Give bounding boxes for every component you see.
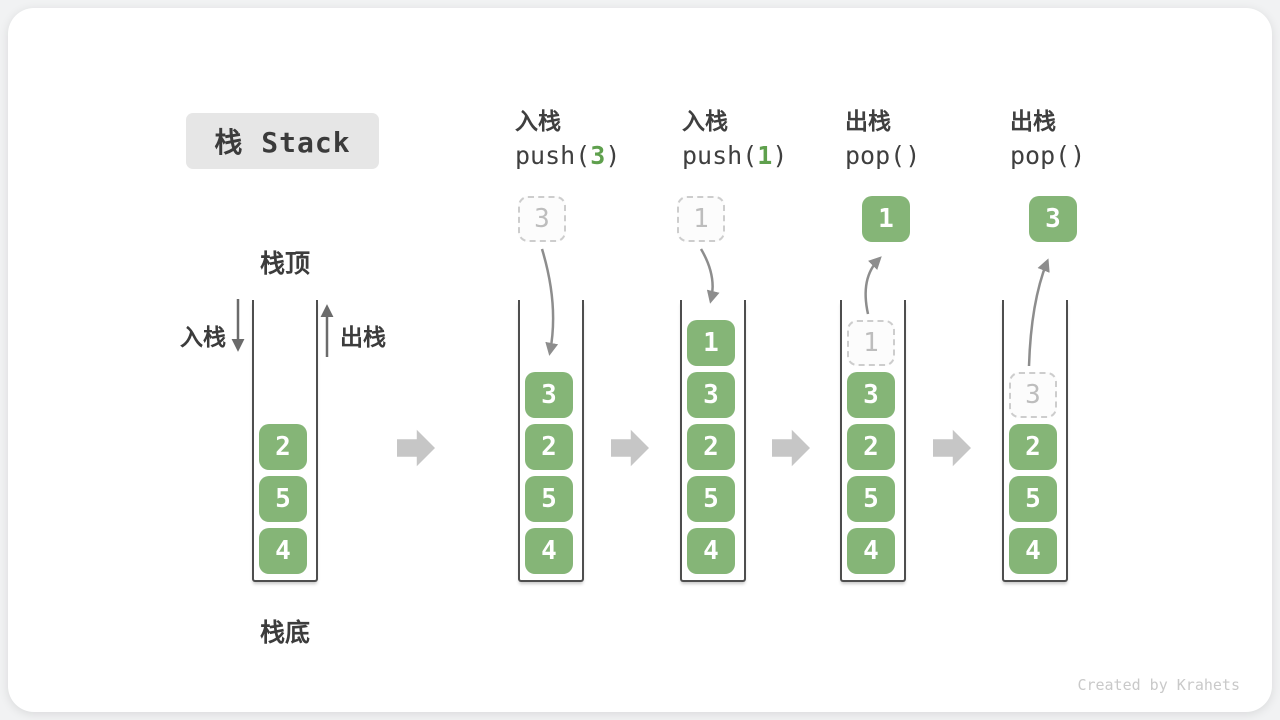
popped-element: 3 — [1029, 196, 1077, 242]
popped-placeholder: 3 — [1009, 372, 1057, 418]
op-name-cn: 出栈 — [1010, 109, 1056, 135]
stack-element: 2 — [1009, 424, 1057, 470]
op-name-cn: 出栈 — [845, 109, 891, 135]
op-code-arg: 3 — [590, 141, 606, 170]
op-code-pre: push( — [682, 141, 758, 170]
stack-element: 2 — [847, 424, 895, 470]
op-code-pre: pop() — [845, 141, 921, 170]
stack-element: 5 — [687, 476, 735, 522]
stack-element: 4 — [525, 528, 573, 574]
op-code-pre: pop() — [1010, 141, 1086, 170]
op-code-arg: 1 — [757, 141, 773, 170]
op-code-pre: push( — [515, 141, 591, 170]
stack-element: 3 — [687, 372, 735, 418]
title-box: 栈 Stack — [186, 113, 379, 169]
stack-element: 4 — [847, 528, 895, 574]
popped-placeholder: 1 — [847, 320, 895, 366]
stack-element: 4 — [259, 528, 307, 574]
incoming-element-dashed: 1 — [677, 196, 725, 242]
op-label-pop-1: 出栈 pop() — [845, 107, 1005, 172]
stack-element: 3 — [525, 372, 573, 418]
stack-element: 5 — [847, 476, 895, 522]
stack-element: 3 — [847, 372, 895, 418]
stack-element: 5 — [525, 476, 573, 522]
op-code-post: ) — [772, 141, 788, 170]
watermark: Created by Krahets — [1077, 676, 1240, 694]
stack-element: 1 — [687, 320, 735, 366]
stack-element: 2 — [259, 424, 307, 470]
op-code-post: ) — [605, 141, 621, 170]
stack-element: 5 — [259, 476, 307, 522]
stack-element: 4 — [687, 528, 735, 574]
stack-element: 2 — [687, 424, 735, 470]
op-code: pop() — [1010, 140, 1170, 172]
op-code: pop() — [845, 140, 1005, 172]
op-label-push-3: 入栈 push(3) — [515, 107, 675, 172]
popped-element: 1 — [862, 196, 910, 242]
op-code: push(1) — [682, 140, 842, 172]
stack-element: 5 — [1009, 476, 1057, 522]
op-label-push-1: 入栈 push(1) — [682, 107, 842, 172]
op-name-cn: 入栈 — [682, 109, 728, 135]
op-code: push(3) — [515, 140, 675, 172]
push-side-label: 入栈 — [180, 325, 226, 351]
op-name-cn: 入栈 — [515, 109, 561, 135]
pop-side-label: 出栈 — [340, 325, 386, 351]
op-label-pop-3: 出栈 pop() — [1010, 107, 1170, 172]
stack-top-label: 栈顶 — [259, 249, 310, 278]
stack-element: 2 — [525, 424, 573, 470]
incoming-element-dashed: 3 — [518, 196, 566, 242]
title-label: 栈 Stack — [214, 126, 351, 159]
stack-bottom-label: 栈底 — [259, 618, 310, 647]
stack-element: 4 — [1009, 528, 1057, 574]
